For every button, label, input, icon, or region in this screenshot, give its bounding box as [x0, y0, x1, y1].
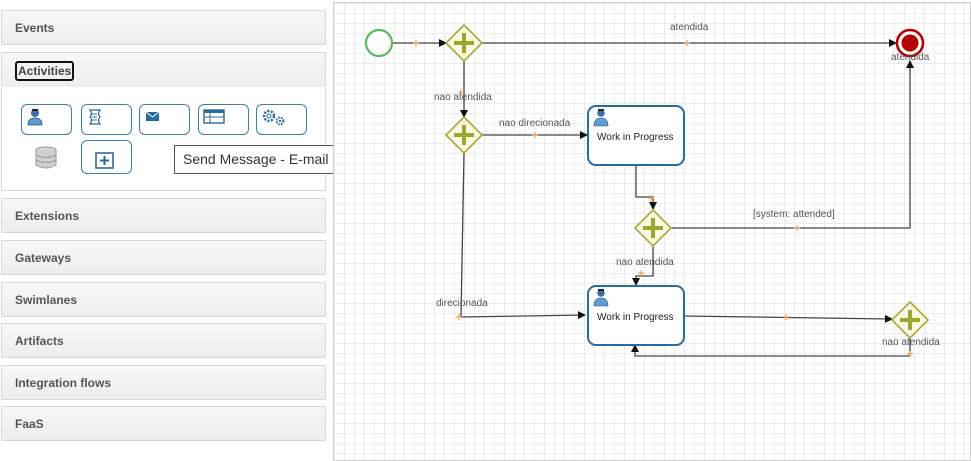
- service-task-item[interactable]: [256, 104, 307, 135]
- edge-midpoint-markers: [413, 40, 913, 357]
- gateway-3[interactable]: [633, 208, 673, 248]
- label-nao-atendida-2: nao atendida: [616, 257, 674, 268]
- palette-sidebar: Events Activities: [0, 0, 329, 461]
- section-gateways[interactable]: Gateways: [1, 240, 326, 275]
- section-activities-label[interactable]: Activities: [15, 61, 75, 81]
- section-artifacts[interactable]: Artifacts: [1, 323, 326, 358]
- task2-label: Work in Progress: [597, 312, 674, 323]
- user-task-icon: [27, 109, 43, 126]
- script-task-item[interactable]: [81, 104, 132, 135]
- user-icon: [593, 289, 609, 307]
- label-end-event: atendida: [891, 52, 930, 63]
- flow-system-attended[interactable]: [671, 60, 914, 229]
- end-event[interactable]: [895, 28, 925, 58]
- table-task-item[interactable]: [198, 104, 249, 135]
- label-nao-atendida-3: nao atendida: [882, 337, 940, 348]
- activities-panel: [1, 88, 326, 191]
- task-work-in-progress-1[interactable]: Work in Progress: [587, 105, 685, 166]
- label-nao-atendida-1: nao atendida: [434, 92, 492, 103]
- gateway-4[interactable]: [890, 300, 930, 340]
- start-event[interactable]: [364, 28, 394, 58]
- send-message-item[interactable]: [139, 104, 190, 135]
- flow-nao-atendida-3[interactable]: [631, 338, 911, 357]
- send-message-icon: [145, 111, 160, 121]
- flow-nao-atendida-2[interactable]: [632, 246, 654, 286]
- table-task-icon: [203, 109, 225, 124]
- gateway-2[interactable]: [444, 115, 484, 155]
- subprocess-icon: [95, 152, 114, 169]
- diagram-canvas[interactable]: Work in Progress Work in Progress atendi…: [333, 2, 971, 461]
- section-activities[interactable]: Activities: [1, 52, 326, 87]
- flow-task1-to-gateway3[interactable]: [635, 165, 657, 210]
- palette-tooltip: Send Message - E-mail: [174, 145, 340, 174]
- label-system-attended: [system: attended]: [753, 209, 835, 220]
- task-work-in-progress-2[interactable]: Work in Progress: [587, 285, 685, 346]
- task1-label: Work in Progress: [597, 132, 674, 143]
- section-extensions[interactable]: Extensions: [1, 198, 326, 233]
- section-integration-flows[interactable]: Integration flows: [1, 365, 326, 400]
- label-nao-direcionada: nao direcionada: [499, 118, 571, 129]
- label-atendida: atendida: [670, 22, 709, 33]
- gateway-1[interactable]: [444, 23, 484, 63]
- database-item[interactable]: [33, 145, 59, 176]
- script-task-icon: [88, 109, 102, 125]
- subprocess-item[interactable]: [81, 140, 132, 174]
- service-task-icon: [262, 109, 285, 126]
- section-faas[interactable]: FaaS: [1, 406, 326, 441]
- bpmn-diagram: Work in Progress Work in Progress atendi…: [364, 22, 940, 357]
- label-direcionada: direcionada: [436, 298, 488, 309]
- section-swimlanes[interactable]: Swimlanes: [1, 282, 326, 317]
- database-icon: [35, 146, 57, 169]
- flow-direcionada[interactable]: [460, 152, 586, 320]
- user-task-item[interactable]: [21, 104, 72, 135]
- user-icon: [593, 109, 609, 127]
- section-events[interactable]: Events: [1, 10, 326, 45]
